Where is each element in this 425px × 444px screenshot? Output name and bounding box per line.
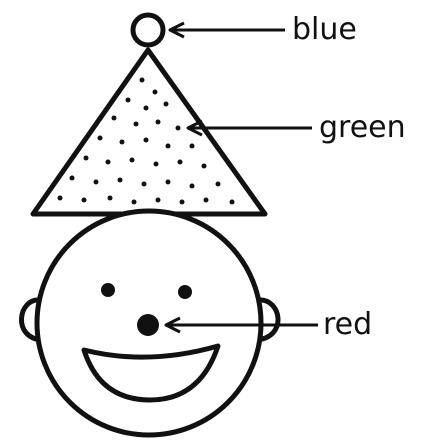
hat-pompom: [133, 15, 163, 45]
hat-triangle: [33, 50, 265, 214]
arrow-blue: [170, 23, 285, 37]
nose: [137, 314, 159, 336]
label-blue: blue: [292, 12, 357, 47]
left-eye: [101, 283, 115, 297]
right-eye: [178, 285, 192, 299]
label-green: green: [319, 110, 406, 145]
label-red: red: [323, 307, 372, 342]
